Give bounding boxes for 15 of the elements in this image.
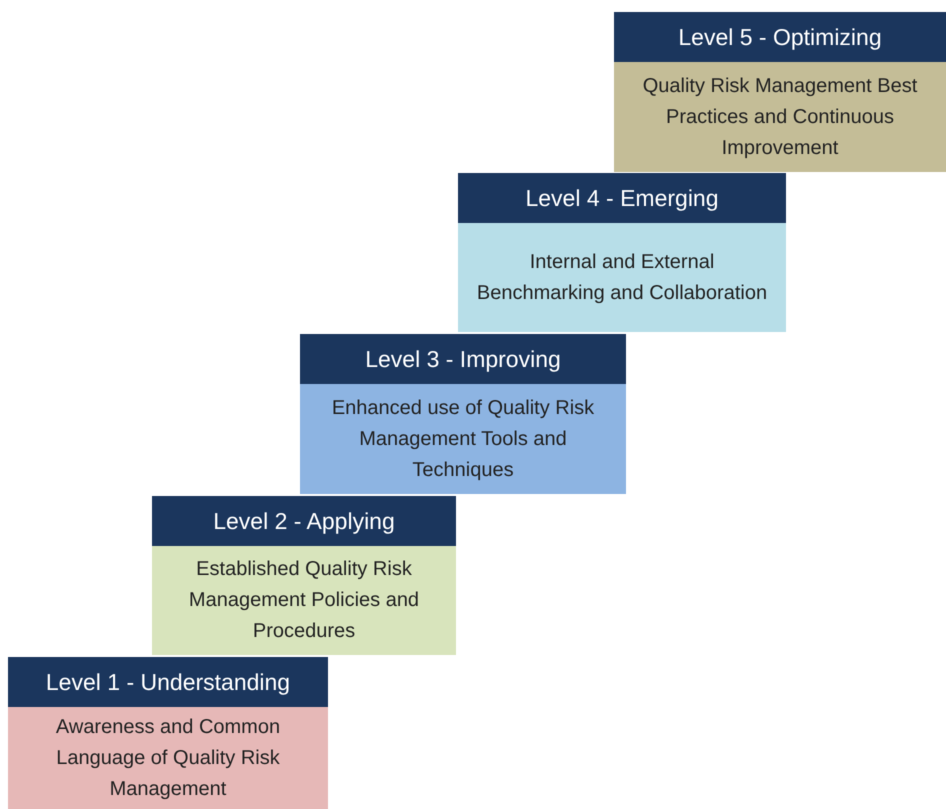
step-description: Internal and External Benchmarking and Collaboration: [476, 250, 768, 306]
level-heading: Level 3 - Improving: [300, 334, 626, 384]
level-heading: Level 5 - Optimizing: [614, 12, 946, 62]
step-box: [614, 12, 946, 172]
level-heading: Level 2 - Applying: [152, 496, 456, 546]
step-box: [458, 173, 786, 332]
step-box: [8, 657, 328, 809]
step-description: Awareness and Common Language of Quality Risk Management: [54, 714, 282, 802]
step-description: Quality Risk Management Best Practices and Continuous Improvement: [642, 74, 918, 160]
step-box: [152, 496, 456, 655]
level-heading: Level 4 - Emerging: [458, 173, 786, 223]
step-description: Enhanced use of Quality Risk Management Tools and Techniques: [330, 396, 596, 482]
step-description: Established Quality Risk Management Policies and Procedures: [188, 557, 420, 644]
step-box: [300, 334, 626, 494]
level-heading: Level 1 - Understanding: [8, 657, 328, 707]
